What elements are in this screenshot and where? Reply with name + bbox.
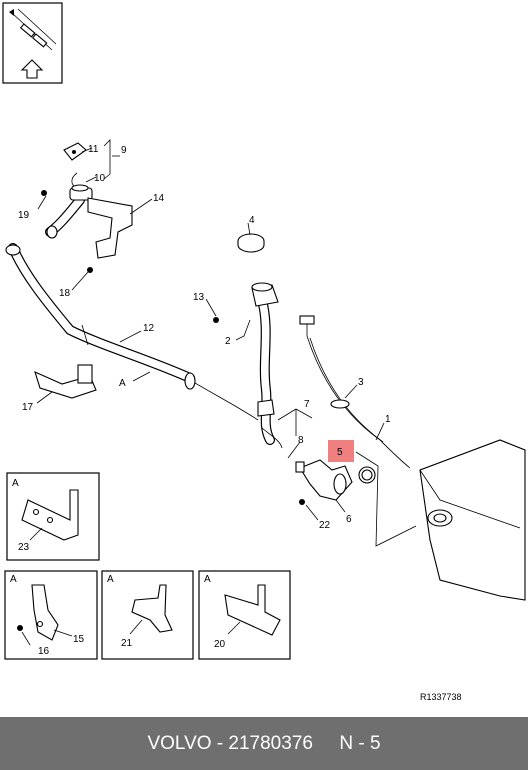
callout-19: 19 xyxy=(18,210,30,221)
oil-pan xyxy=(419,439,526,601)
callout-22: 22 xyxy=(319,520,331,531)
callout-23: 23 xyxy=(18,542,30,553)
callout-5: 5 xyxy=(337,447,343,458)
callout-14: 14 xyxy=(153,193,165,204)
callout-20: 20 xyxy=(214,639,226,650)
callout-3: 3 xyxy=(358,377,364,388)
detail-panel-label: A xyxy=(107,574,114,585)
callout-8: 8 xyxy=(298,435,304,446)
detail-panel-23[interactable]: A 23 xyxy=(6,472,100,561)
detail-panel-label: A xyxy=(204,574,211,585)
callout-12: 12 xyxy=(143,323,155,334)
callout-21: 21 xyxy=(121,638,133,649)
callout-1: 1 xyxy=(385,414,391,425)
exploded-view-icon xyxy=(9,8,57,51)
bolt-19 xyxy=(41,190,47,196)
leader-lines xyxy=(36,139,417,547)
footer-text: VOLVO - 21780376 N - 5 xyxy=(147,733,381,754)
bolt-13 xyxy=(213,317,219,323)
callout-16: 16 xyxy=(38,646,50,657)
detail-panel-label: A xyxy=(12,478,19,489)
callout-13: 13 xyxy=(193,292,205,303)
bolt-18 xyxy=(87,267,93,273)
detail-panel-21[interactable]: A 21 xyxy=(101,570,194,660)
callout-labels: 11 9 10 14 19 18 12 A 17 4 13 2 3 7 1 8 … xyxy=(18,144,391,531)
dipstick-tube xyxy=(251,282,283,449)
callout-2: 2 xyxy=(225,336,231,347)
callout-A-marker: A xyxy=(119,378,126,389)
callout-9: 9 xyxy=(121,145,127,156)
highlight-marker xyxy=(328,440,354,462)
callout-11: 11 xyxy=(88,144,99,155)
callout-6: 6 xyxy=(346,514,352,525)
callout-10: 10 xyxy=(94,173,106,184)
footer-bar: VOLVO - 21780376 N - 5 xyxy=(0,717,528,770)
callout-7: 7 xyxy=(304,399,310,410)
oil-cap xyxy=(237,233,265,253)
clip-8 xyxy=(295,461,305,473)
detail-panel-20[interactable]: A 20 xyxy=(198,570,291,660)
bolt-22 xyxy=(299,499,305,505)
detail-panel-label: A xyxy=(10,574,17,585)
bracket-14 xyxy=(87,197,133,259)
bracket-17 xyxy=(34,364,97,399)
breather-elbow xyxy=(45,142,93,239)
detail-panel-15-16[interactable]: A 15 16 xyxy=(4,570,98,660)
parts-diagram: 11 9 10 14 19 18 12 A 17 4 13 2 3 7 1 8 … xyxy=(2,2,526,702)
callout-17: 17 xyxy=(22,402,34,413)
dipstick xyxy=(299,315,411,469)
callout-4: 4 xyxy=(249,215,255,226)
nav-box[interactable] xyxy=(2,2,63,84)
callout-18: 18 xyxy=(59,288,71,299)
outlet-pipe-6 xyxy=(299,459,376,501)
reference-code: R1337738 xyxy=(420,692,462,702)
oil-trap-hose xyxy=(5,243,259,421)
callout-15: 15 xyxy=(73,634,85,645)
up-arrow-icon xyxy=(20,59,44,79)
